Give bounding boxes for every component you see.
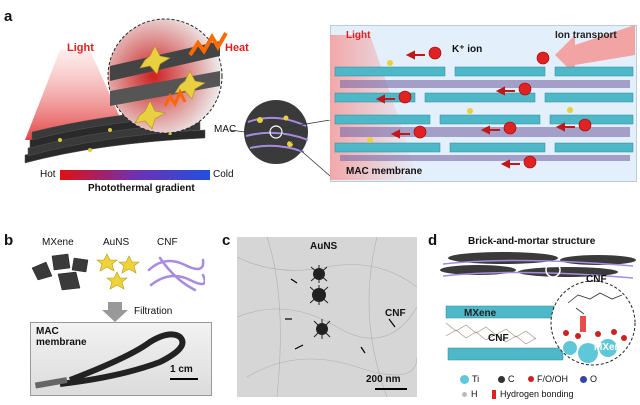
membrane-strip-photo: [34, 331, 186, 389]
mac-label: MAC: [214, 124, 237, 135]
f-atom-icon: [528, 376, 534, 382]
tem-image-content: [237, 237, 417, 397]
c-atom-icon: [498, 375, 505, 383]
filtration-label: Filtration: [134, 306, 173, 317]
ion-transport-scene: [330, 25, 635, 180]
filtration-arrow-icon: [102, 302, 128, 322]
legend-label: O: [590, 374, 598, 384]
auns-particles-icon: [96, 253, 140, 290]
legend-label: Hydrogen bonding: [500, 389, 574, 399]
scale-label-c: 200 nm: [366, 374, 401, 385]
auns-label-c: AuNS: [310, 241, 338, 252]
mac-zoom-circle: [244, 100, 309, 164]
brick-mortar-diagram: [440, 252, 636, 366]
legend-label: F/O/OH: [537, 374, 568, 384]
cnf-label-d-bottom: CNF: [488, 333, 509, 344]
mac-membrane-label-b: MAC membrane: [36, 326, 87, 348]
legend-item-ti: Ti: [460, 374, 479, 384]
heat-wave-icon: [188, 32, 228, 57]
legend-item-o: O: [580, 374, 597, 384]
photothermal-gradient-bar: [60, 170, 210, 180]
panel-c-label: c: [222, 232, 231, 249]
tem-image: [237, 237, 417, 397]
gradient-cold-label: Cold: [213, 169, 234, 180]
auns-label-b: AuNS: [103, 237, 130, 248]
panel-d-label: d: [428, 232, 438, 249]
scale-bar-c: [375, 388, 407, 390]
legend-item-c: C: [498, 374, 515, 384]
mac-membrane-label-right: MAC membrane: [346, 166, 423, 177]
legend-item-f: F/O/OH: [528, 374, 568, 384]
hydrogen-bond-icon: [492, 389, 496, 399]
k-ion-label: K⁺ ion: [452, 44, 483, 55]
scale-label-b: 1 cm: [170, 364, 193, 375]
mxene-label-b: MXene: [42, 237, 74, 248]
mxene-label-d-right: MXene: [594, 342, 627, 353]
legend-label: H: [471, 389, 478, 399]
panel-b-label: b: [4, 232, 14, 249]
light-label-right: Light: [346, 30, 371, 41]
brick-mortar-title: Brick-and-mortar structure: [468, 236, 596, 247]
h-atom-icon: [462, 391, 467, 397]
panel-a-label: a: [4, 8, 13, 25]
heat-label: Heat: [225, 42, 249, 54]
light-label-left: Light: [67, 42, 94, 54]
mxene-label-d-left: MXene: [464, 308, 497, 319]
gradient-title: Photothermal gradient: [88, 183, 195, 194]
cnf-fibers-icon: [147, 256, 205, 292]
light-beam-left: [25, 50, 130, 140]
mac-pointer-lines: [229, 120, 330, 177]
ion-transport-label: Ion transport: [555, 30, 617, 41]
legend-label: C: [508, 374, 515, 384]
legend-item-h: H: [462, 389, 478, 399]
cnf-label-c: CNF: [385, 308, 406, 319]
cnf-label-d-top: CNF: [586, 274, 607, 285]
cnf-label-b: CNF: [157, 237, 178, 248]
legend-label: Ti: [472, 374, 480, 384]
ti-atom-icon: [460, 374, 469, 384]
o-atom-icon: [580, 375, 587, 383]
gradient-hot-label: Hot: [40, 169, 56, 180]
mxene-flakes-icon: [31, 253, 89, 291]
scale-bar-b: [170, 378, 198, 380]
legend-item-hbond: Hydrogen bonding: [492, 389, 574, 399]
